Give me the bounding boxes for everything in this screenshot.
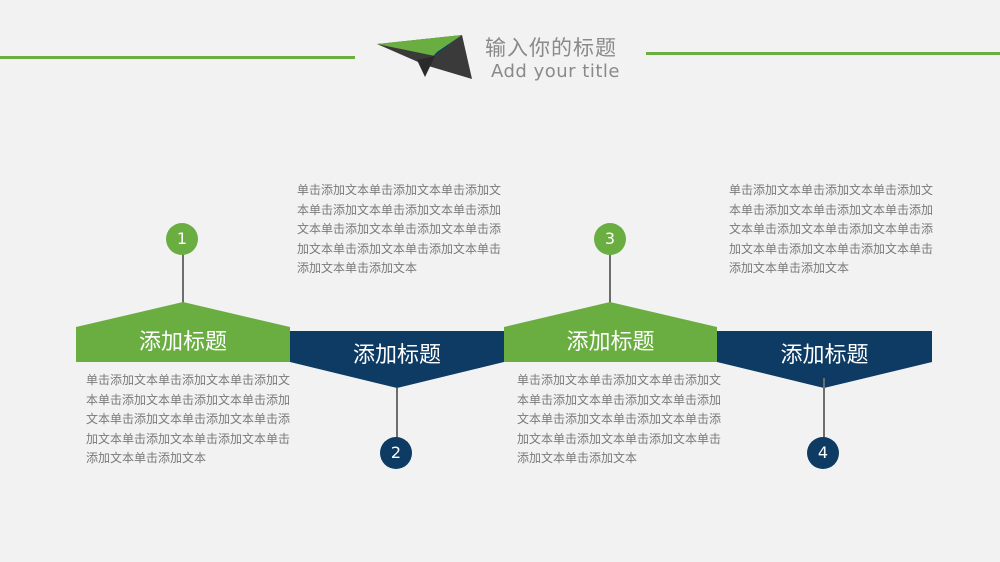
step-4-shape: 添加标题 bbox=[717, 300, 932, 390]
step-4-title: 添加标题 bbox=[780, 343, 869, 368]
step-1-connector bbox=[182, 254, 184, 304]
step-3-title: 添加标题 bbox=[566, 330, 655, 355]
step-4-connector bbox=[823, 378, 825, 440]
step-3-number-badge: 3 bbox=[594, 223, 626, 255]
step-3-description: 单击添加文本单击添加文本单击添加文本单击添加文本单击添加文本单击添加文本单击添加… bbox=[517, 373, 722, 465]
header-line-right bbox=[646, 52, 1000, 55]
paper-plane-icon bbox=[377, 35, 472, 79]
step-2-title: 添加标题 bbox=[352, 343, 441, 368]
step-2-description: 单击添加文本单击添加文本单击添加文本单击添加文本单击添加文本单击添加文本单击添加… bbox=[297, 183, 502, 275]
step-2-connector bbox=[396, 388, 398, 440]
header-line-left bbox=[0, 56, 355, 59]
step-2-number-badge: 2 bbox=[380, 437, 412, 469]
step-2-shape: 添加标题 bbox=[290, 300, 504, 390]
page-subtitle: Add your title bbox=[491, 61, 620, 82]
step-3-shape: 添加标题 bbox=[504, 300, 717, 362]
step-1-number-badge: 1 bbox=[166, 223, 198, 255]
page-title: 输入你的标题 bbox=[485, 36, 617, 60]
step-3-connector bbox=[609, 254, 611, 304]
step-1-shape: 添加标题 bbox=[76, 300, 290, 362]
step-1-description: 单击添加文本单击添加文本单击添加文本单击添加文本单击添加文本单击添加文本单击添加… bbox=[86, 373, 291, 465]
step-4-number-badge: 4 bbox=[807, 437, 839, 469]
step-4-description: 单击添加文本单击添加文本单击添加文本单击添加文本单击添加文本单击添加文本单击添加… bbox=[729, 183, 934, 275]
step-1-title: 添加标题 bbox=[138, 330, 227, 355]
